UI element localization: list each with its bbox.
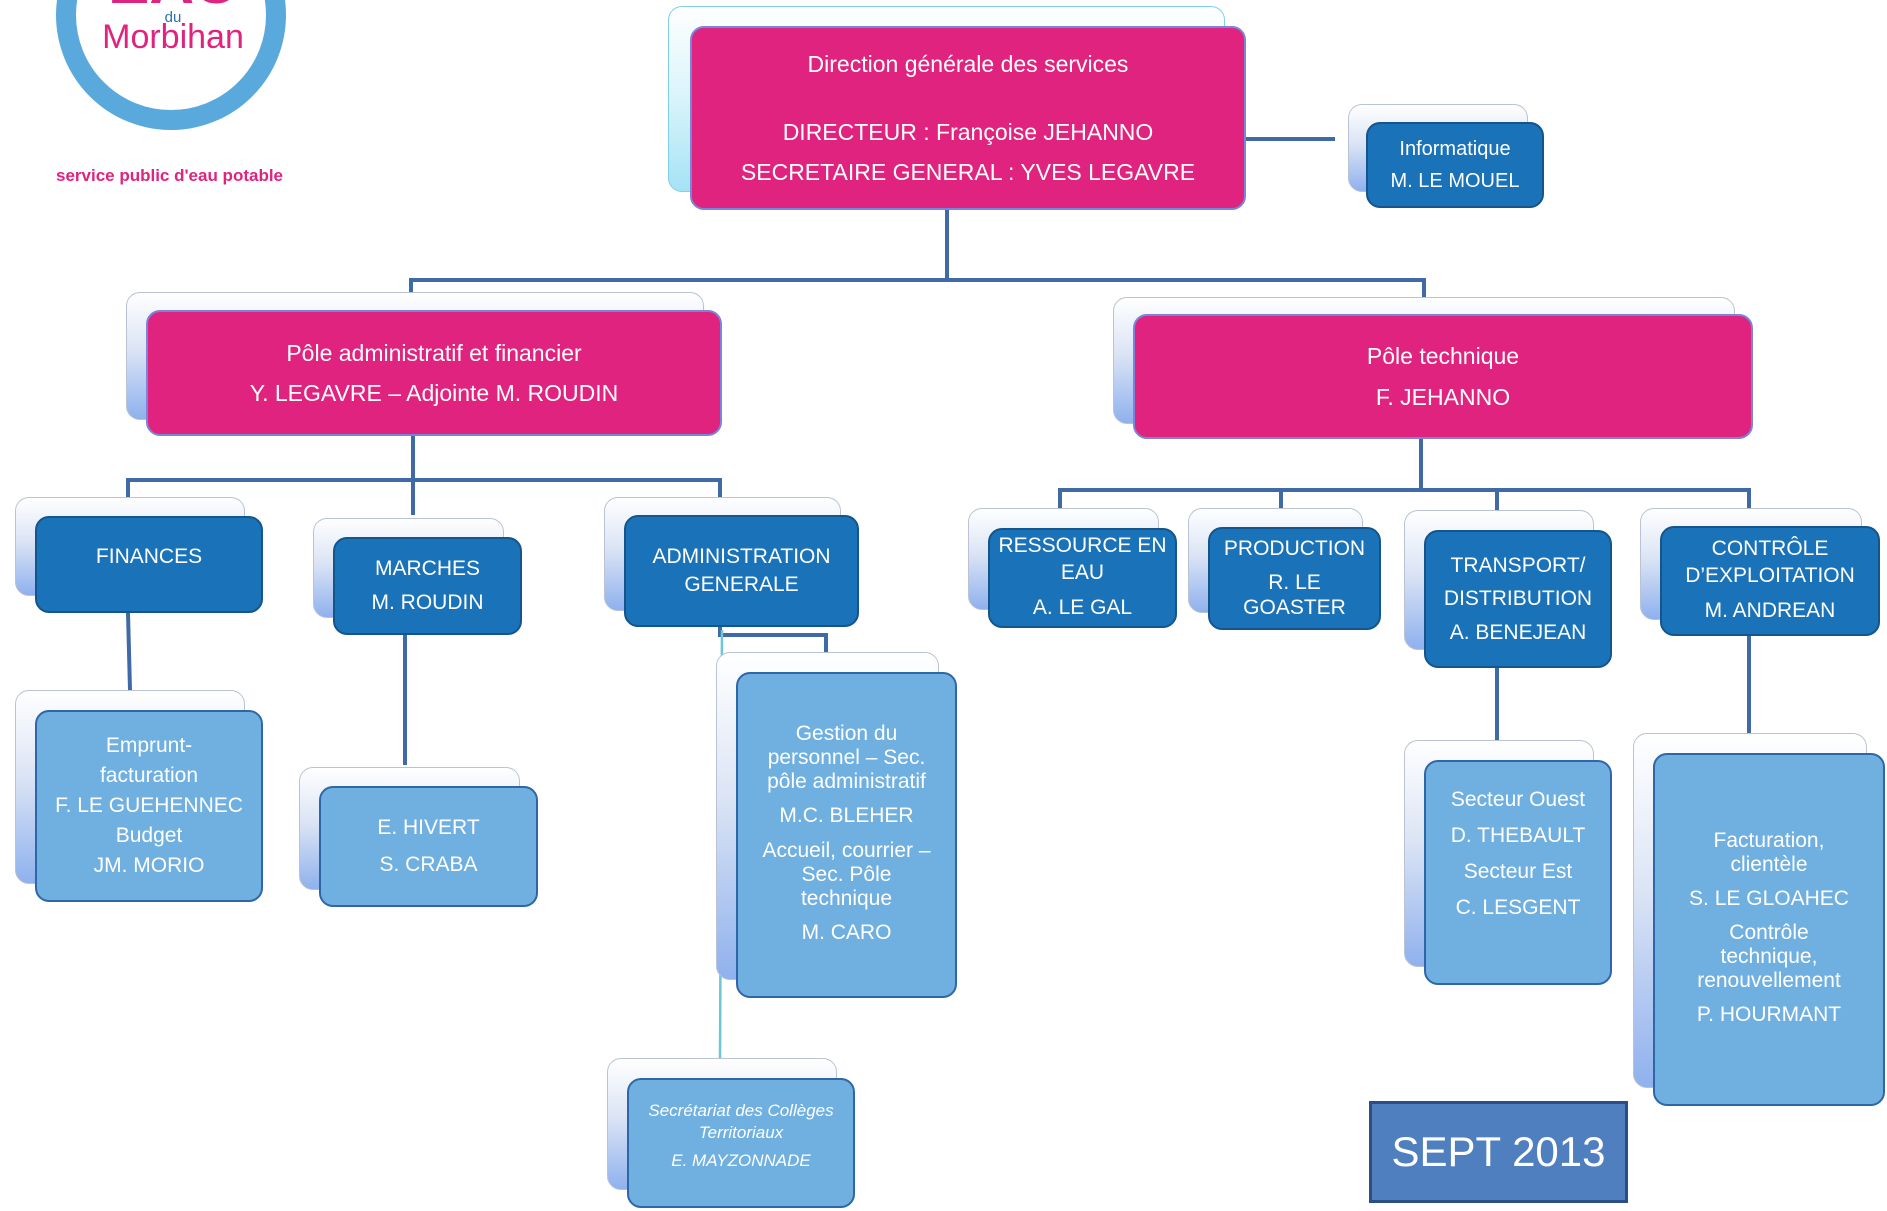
node-hivert-craba: E. HIVERT S. CRABA [299, 767, 538, 907]
gestion-line3: pôle administratif [767, 770, 926, 794]
pole-admin-title: Pôle administratif et financier [286, 339, 582, 366]
connector-tech-children [1058, 437, 1423, 508]
connector-admingen-gestion [718, 627, 828, 653]
logo-brand-region: Morbihan [102, 18, 244, 56]
ressource-line2: EAU [1060, 561, 1105, 585]
marches-person: M. ROUDIN [371, 591, 484, 614]
connector-tech-controle [1421, 488, 1751, 510]
connector-admin-children [126, 435, 415, 500]
node-production: PRODUCTION R. LE GOASTER [1188, 508, 1381, 630]
facturation-line1: Facturation, [1713, 828, 1825, 852]
emprunt-person1: F. LE GUEHENNEC [55, 793, 243, 817]
emprunt-line2: facturation [99, 763, 199, 787]
node-pole-technique: Pôle technique F. JEHANNO [1113, 297, 1753, 439]
secteurs-person2: C. LESGENT [1455, 896, 1581, 920]
finances-label: FINANCES [95, 545, 203, 568]
node-direction-generale: Direction générale des services DIRECTEU… [668, 6, 1246, 210]
node-ressource-eau: RESSOURCE EN EAU A. LE GAL [968, 508, 1177, 628]
dgs-title: Direction générale des services [807, 50, 1129, 77]
hivert-person2: S. CRABA [379, 852, 478, 876]
gestion-line4: Accueil, courrier – [762, 838, 931, 862]
node-informatique: Informatique M. LE MOUEL [1348, 104, 1544, 208]
gestion-line6: technique [800, 886, 893, 910]
controle-line2: D’EXPLOITATION [1685, 564, 1855, 588]
admin-gen-line2: GENERALE [684, 573, 799, 596]
gestion-line1: Gestion du [795, 721, 898, 745]
hivert-person1: E. HIVERT [377, 816, 480, 840]
production-label: PRODUCTION [1223, 537, 1366, 561]
secteurs-line2: Secteur Est [1463, 860, 1573, 884]
emprunt-person2: JM. MORIO [93, 854, 205, 878]
connector-admin-admingen [413, 478, 722, 500]
node-secretariat-colleges: Secrétariat des Collèges Territoriaux E.… [607, 1058, 855, 1208]
transport-line1: TRANSPORT/ [1450, 553, 1586, 577]
transport-person: A. BENEJEAN [1449, 620, 1587, 644]
node-gestion-personnel: Gestion du personnel – Sec. pôle adminis… [716, 652, 957, 998]
connector-dgs-poles [409, 205, 949, 303]
informatique-person: M. LE MOUEL [1390, 170, 1520, 192]
node-facturation-clientele: Facturation, clientèle S. LE GLOAHEC Con… [1633, 733, 1885, 1106]
informatique-label: Informatique [1399, 137, 1511, 160]
facturation-person1: S. LE GLOAHEC [1689, 886, 1849, 910]
facturation-line3: Contrôle [1729, 920, 1809, 944]
pole-admin-person: Y. LEGAVRE – Adjointe M. ROUDIN [249, 380, 619, 406]
ressource-person: A. LE GAL [1032, 595, 1133, 619]
gestion-line5: Sec. Pôle [801, 862, 892, 886]
admin-gen-line1: ADMINISTRATION [652, 545, 831, 569]
connector-finances-emprunt [126, 612, 132, 691]
controle-person: M. ANDREAN [1704, 598, 1836, 622]
logo: EAU du Morbihan [48, 0, 308, 140]
marches-label: MARCHES [374, 557, 480, 581]
pole-tech-person: F. JEHANNO [1375, 383, 1511, 410]
gestion-line2: personnel – Sec. [767, 746, 926, 770]
connector-dgs-tech [947, 278, 1426, 303]
node-marches: MARCHES M. ROUDIN [313, 518, 522, 635]
node-administration-generale: ADMINISTRATION GENERALE [604, 497, 859, 627]
node-finances: FINANCES [15, 497, 263, 613]
gestion-person1: M.C. BLEHER [779, 804, 914, 828]
pole-tech-title: Pôle technique [1366, 343, 1520, 370]
production-person: R. LE GOASTER [1243, 570, 1346, 620]
logo-brand-du: du [164, 9, 182, 26]
transport-line2: DISTRIBUTION [1443, 587, 1593, 611]
logo-brand-main: EAU [108, 0, 239, 14]
secteurs-line1: Secteur Ouest [1450, 788, 1586, 811]
node-pole-administratif: Pôle administratif et financier Y. LEGAV… [126, 292, 722, 436]
gestion-person2: M. CARO [801, 920, 892, 944]
controle-line1: CONTRÔLE [1711, 536, 1829, 560]
emprunt-line1: Emprunt- [105, 733, 193, 757]
node-controle-exploitation: CONTRÔLE D’EXPLOITATION M. ANDREAN [1640, 508, 1880, 636]
ressource-line1: RESSOURCE EN [998, 533, 1167, 557]
logo-tagline: service public d'eau potable [56, 166, 284, 185]
date-badge: SEPT 2013 [1369, 1101, 1628, 1203]
facturation-line5: renouvellement [1697, 969, 1841, 993]
node-emprunt-facturation: Emprunt- facturation F. LE GUEHENNEC Bud… [15, 690, 263, 902]
node-transport-distribution: TRANSPORT/ DISTRIBUTION A. BENEJEAN [1404, 510, 1612, 668]
emprunt-line3: Budget [115, 824, 183, 848]
node-secteurs: Secteur Ouest D. THEBAULT Secteur Est C.… [1404, 740, 1612, 985]
secteurs-person1: D. THEBAULT [1450, 824, 1586, 848]
facturation-line4: technique, [1720, 945, 1818, 969]
secretariat-line1: Secrétariat des Collèges [648, 1101, 834, 1121]
facturation-line2: clientèle [1730, 852, 1808, 876]
dgs-directeur: DIRECTEUR : Françoise JEHANNO [782, 118, 1154, 145]
secretariat-line2: Territoriaux [698, 1122, 784, 1142]
secretariat-person: E. MAYZONNADE [671, 1151, 811, 1171]
facturation-person2: P. HOURMANT [1696, 1003, 1842, 1027]
dgs-secretaire: SECRETAIRE GENERAL : YVES LEGAVRE [740, 159, 1196, 186]
